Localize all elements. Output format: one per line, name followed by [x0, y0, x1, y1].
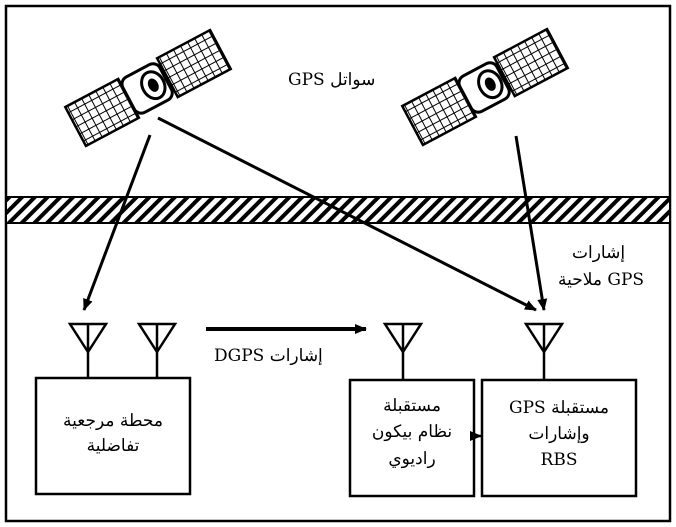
nav-signals-label-2: GPS ملاحية: [558, 270, 645, 290]
arrow-sat-right-to-rbs: [514, 135, 548, 311]
satellite-right-icon: [400, 27, 570, 147]
beacon-receiver-label-3: راديوي: [388, 449, 436, 469]
antenna-rbs-icon: [523, 322, 565, 380]
rbs-receiver-label-3: RBS: [540, 450, 578, 470]
reference-station-box: [34, 376, 192, 496]
reference-station-label-2: تفاضلية: [86, 436, 140, 456]
antenna-reference-1-icon: [67, 322, 109, 378]
dgps-signals-label: إشارات DGPS: [214, 346, 323, 366]
beacon-receiver-label-1: مستقبلة: [383, 396, 441, 416]
antenna-beacon-icon: [382, 322, 424, 380]
rbs-receiver-label-1: مستقبلة GPS: [509, 398, 609, 418]
rbs-receiver-box: [480, 378, 638, 498]
nav-signals-label-1: إشارات: [572, 243, 626, 263]
reference-station-label-1: محطة مرجعية: [63, 411, 163, 431]
arrow-sat-left-to-rbs: [157, 116, 537, 312]
antenna-reference-2-icon: [136, 322, 178, 378]
beacon-receiver-box: [348, 378, 476, 498]
arrow-sat-left-to-reference: [82, 134, 152, 311]
rbs-receiver-label-2: وإشارات: [528, 424, 590, 444]
beacon-receiver-label-2: نظام بيكون: [371, 422, 453, 442]
outer-frame: [4, 4, 672, 523]
satellite-left-icon: [63, 28, 233, 148]
satellites-label: سواتل GPS: [288, 70, 376, 90]
